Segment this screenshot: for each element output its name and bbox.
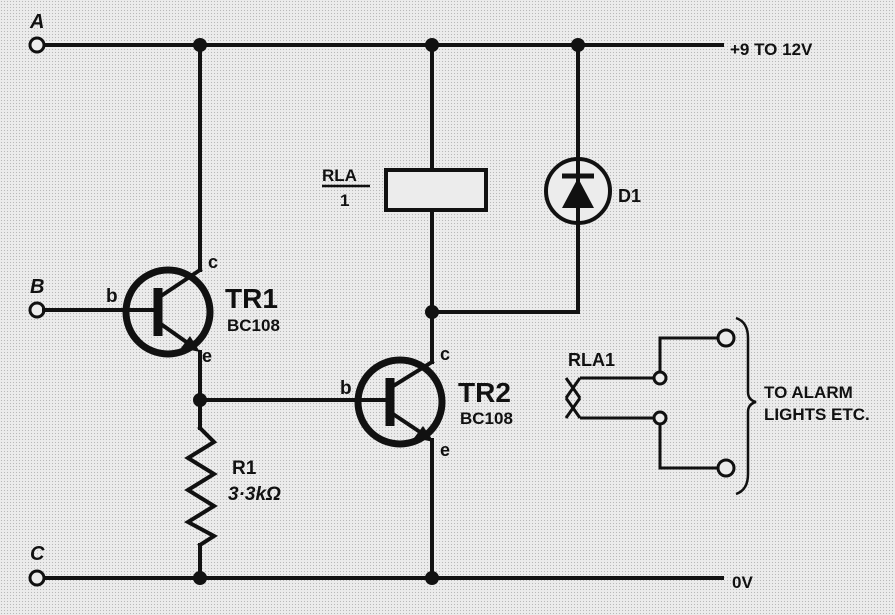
diode-name: D1 bbox=[618, 186, 641, 206]
output-terminal-top bbox=[716, 328, 736, 348]
junction-dot bbox=[193, 393, 207, 407]
output-label-line1: TO ALARM bbox=[764, 383, 853, 402]
tr1-transistor bbox=[122, 266, 214, 358]
junction-dot bbox=[193, 38, 207, 52]
tr2-pin-c: c bbox=[440, 344, 450, 364]
r1-resistor bbox=[183, 425, 218, 548]
positive-supply-label: +9 TO 12V bbox=[730, 40, 813, 59]
output-brace bbox=[735, 316, 757, 496]
terminal-a-label: A bbox=[29, 11, 44, 33]
tr1-name: TR1 bbox=[225, 283, 278, 314]
tr2-type: BC108 bbox=[460, 409, 513, 428]
tr1-pin-e: e bbox=[202, 346, 212, 366]
relay-name: RLA bbox=[322, 166, 357, 185]
relay-contact-rla1 bbox=[564, 336, 718, 470]
relay-coil bbox=[384, 168, 488, 212]
ground-label: 0V bbox=[732, 573, 753, 592]
junction-dot bbox=[425, 305, 439, 319]
terminal-a bbox=[28, 36, 46, 54]
tr2-name: TR2 bbox=[458, 377, 511, 408]
terminal-b-label: B bbox=[30, 276, 44, 298]
tr2-pin-b: b bbox=[340, 378, 352, 399]
relay-contact-label: RLA1 bbox=[568, 350, 615, 370]
junction-dot bbox=[425, 38, 439, 52]
terminal-c bbox=[28, 569, 46, 587]
output-terminal-bottom bbox=[716, 458, 736, 478]
junction-dot bbox=[571, 38, 585, 52]
junction-dot bbox=[193, 571, 207, 585]
terminal-c-label: C bbox=[30, 543, 45, 565]
terminal-b bbox=[28, 301, 46, 319]
tr1-pin-c: c bbox=[208, 252, 218, 272]
tr2-transistor bbox=[354, 356, 446, 448]
junction-dot bbox=[425, 571, 439, 585]
tr1-pin-b: b bbox=[106, 286, 118, 307]
r1-name: R1 bbox=[232, 458, 257, 479]
tr1-type: BC108 bbox=[227, 316, 280, 335]
tr2-pin-e: e bbox=[440, 440, 450, 460]
output-label-line2: LIGHTS ETC. bbox=[764, 405, 870, 424]
diode-d1 bbox=[544, 157, 612, 225]
relay-contacts: 1 bbox=[340, 191, 349, 210]
r1-value: 3·3kΩ bbox=[228, 484, 281, 505]
